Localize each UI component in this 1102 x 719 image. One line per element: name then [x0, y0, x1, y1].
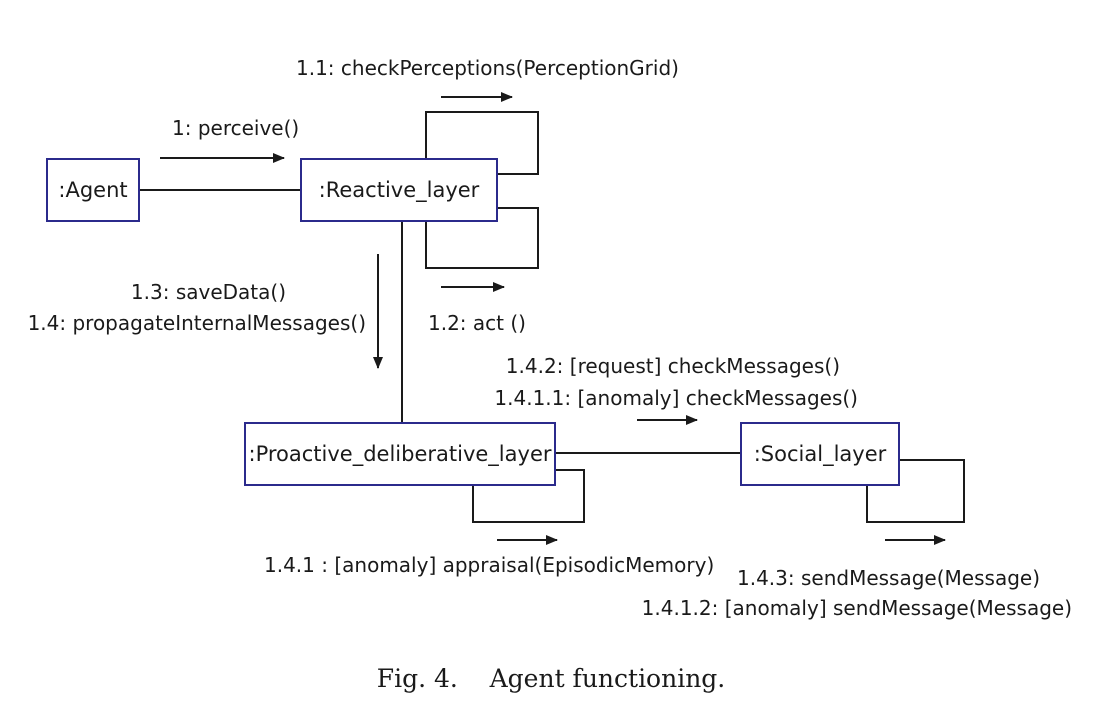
agent-box: :Agent	[46, 158, 140, 222]
self-loop-proactive	[472, 469, 585, 523]
reactive-layer-box: :Reactive_layer	[300, 158, 498, 222]
reactive-layer-label: :Reactive_layer	[318, 178, 480, 202]
proactive-deliberative-layer-box: :Proactive_deliberative_layer	[244, 422, 556, 486]
message-anomaly-send-message: 1.4.1.2: [anomaly] sendMessage(Message)	[641, 596, 1072, 620]
message-request-check-messages: 1.4.2: [request] checkMessages()	[505, 354, 840, 378]
self-loop-reactive-bottom	[425, 207, 539, 269]
proactive-deliberative-layer-label: :Proactive_deliberative_layer	[248, 442, 552, 466]
self-loop-social	[866, 459, 965, 523]
message-propagate-internal-messages: 1.4: propagateInternalMessages()	[27, 311, 366, 335]
figure-caption: Fig. 4. Agent functioning.	[376, 664, 726, 693]
social-layer-box: :Social_layer	[740, 422, 900, 486]
message-appraisal: 1.4.1 : [anomaly] appraisal(EpisodicMemo…	[264, 553, 715, 577]
message-anomaly-check-messages: 1.4.1.1: [anomaly] checkMessages()	[494, 386, 858, 410]
self-loop-reactive-top	[425, 111, 539, 175]
message-perceive: 1: perceive()	[172, 116, 300, 140]
message-act: 1.2: act ()	[428, 311, 526, 335]
social-layer-label: :Social_layer	[753, 442, 887, 466]
message-send-message: 1.4.3: sendMessage(Message)	[737, 566, 1040, 590]
message-check-perceptions: 1.1: checkPerceptions(PerceptionGrid)	[296, 56, 679, 80]
message-save-data: 1.3: saveData()	[130, 280, 286, 304]
agent-label: :Agent	[58, 178, 128, 202]
